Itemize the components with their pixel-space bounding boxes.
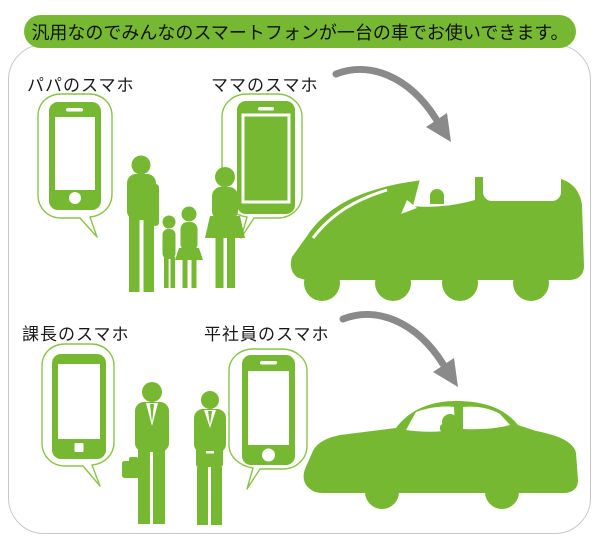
curved-arrow-icon — [339, 311, 458, 387]
sedan — [302, 392, 584, 511]
family-silhouette — [112, 154, 264, 296]
headline-banner: 汎用なのでみんなのスマートフォンが一台の車でお使いできます。 — [24, 15, 576, 48]
businessmen-silhouette — [122, 380, 242, 530]
speech-bubble-icon — [228, 348, 308, 490]
bottom-arrow — [337, 305, 469, 397]
kacho-smartphone-icon — [52, 354, 106, 459]
kacho-speech-bubble — [40, 342, 116, 492]
speech-bubble-icon — [221, 93, 303, 239]
papa-smartphone-icon — [49, 102, 101, 210]
papa-speech-bubble — [36, 92, 114, 240]
mama-smartphone-icon — [237, 101, 295, 214]
mama-speech-bubble — [220, 92, 304, 240]
curved-arrow-icon — [332, 66, 451, 142]
speech-bubble-icon — [37, 93, 113, 238]
minivan-silhouette-icon — [290, 170, 584, 301]
mama-phone-label: ママのスマホ — [211, 76, 319, 95]
family-silhouette-icon — [127, 155, 245, 292]
businessmen-silhouette-icon — [122, 382, 226, 525]
kacho-phone-label: 課長のスマホ — [22, 325, 130, 344]
headline-text: 汎用なのでみんなのスマートフォンが一台の車でお使いできます。 — [31, 22, 569, 43]
top-arrow — [331, 60, 461, 152]
minivan — [287, 156, 592, 304]
hira-speech-bubble — [227, 347, 309, 492]
speech-bubble-icon — [41, 343, 115, 487]
hira-smartphone-icon — [242, 355, 295, 465]
papa-phone-label: パパのスマホ — [27, 76, 135, 95]
sedan-silhouette-icon — [303, 401, 578, 509]
hira-phone-label: 平社員のスマホ — [204, 325, 330, 344]
